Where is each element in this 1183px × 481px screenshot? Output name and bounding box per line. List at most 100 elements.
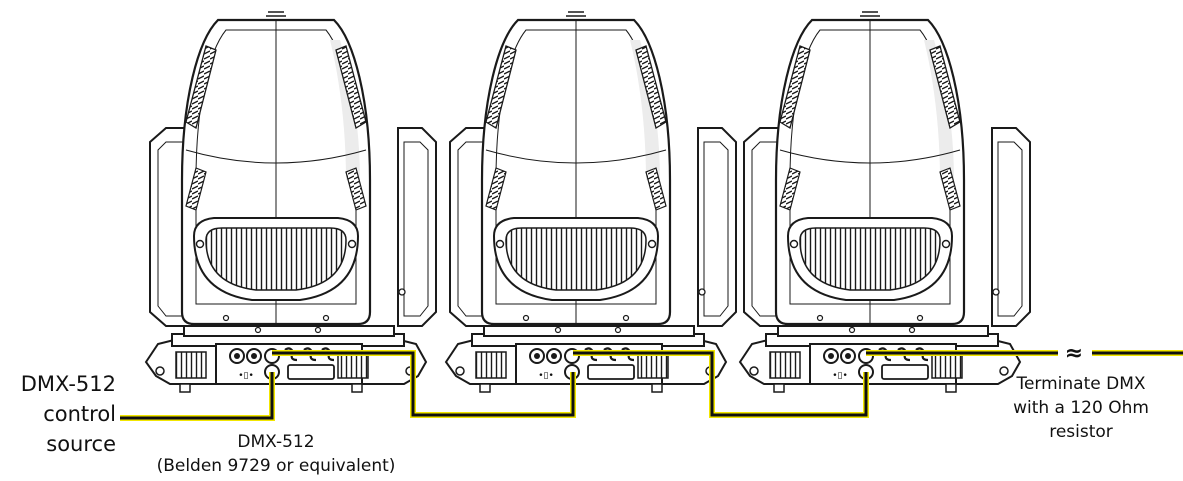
head-vent-right	[929, 45, 961, 130]
cable-spec-label: DMX-512 (Belden 9729 or equivalent)	[157, 432, 396, 476]
base-vent-left	[175, 351, 207, 379]
head-shade	[330, 40, 360, 180]
base-foot-right	[351, 383, 363, 393]
head-seam	[485, 149, 667, 164]
display-window	[287, 364, 335, 380]
power-in-pin	[828, 353, 834, 359]
head-vent-right	[335, 45, 367, 130]
head-vent-left-low	[779, 167, 801, 211]
cable-spec-line2: (Belden 9729 or equivalent)	[157, 456, 396, 476]
grille-screw-left	[495, 239, 505, 249]
head-bolt-right	[622, 314, 630, 322]
moving-head-1: •▯•	[144, 11, 437, 393]
head-vent-right-low	[345, 167, 367, 211]
source-label: DMX-512 control source	[21, 372, 116, 456]
yoke-bolt-right	[908, 326, 916, 334]
yoke-bottom	[183, 325, 395, 337]
termination-line3: resistor	[1049, 422, 1113, 442]
base-vent-right	[637, 351, 669, 379]
termination-line2: with a 120 Ohm	[1013, 398, 1149, 418]
base-foot-right	[945, 383, 957, 393]
head-bolt-left	[522, 314, 530, 322]
cable-break-symbol: ≈	[1065, 341, 1083, 366]
head-bolt-right	[322, 314, 330, 322]
yoke-bolt-right	[614, 326, 622, 334]
yoke-bolt-right	[314, 326, 322, 334]
base-vent-left	[475, 351, 507, 379]
yoke-bolt-left	[554, 326, 562, 334]
fuse-glyph: •▯•	[832, 371, 848, 381]
head-vent-left-low	[185, 167, 207, 211]
head-vent-left	[485, 45, 517, 130]
base-foot-left	[179, 383, 191, 393]
grille-screw-left	[789, 239, 799, 249]
handle-ribs	[566, 11, 586, 21]
yoke-bolt-left	[848, 326, 856, 334]
power-in-pin	[234, 353, 240, 359]
yoke-bottom	[483, 325, 695, 337]
grille-screw-right	[941, 239, 951, 249]
base-screw-left	[155, 366, 165, 376]
yoke-arm-right-inner	[997, 141, 1023, 317]
display-window	[587, 364, 635, 380]
front-grille	[505, 227, 647, 291]
base-vent-left	[769, 351, 801, 379]
front-grille	[205, 227, 347, 291]
handle-ribs	[860, 11, 880, 21]
head-seam	[185, 149, 367, 164]
grille-screw-right	[647, 239, 657, 249]
cable-link-1	[272, 351, 575, 417]
termination-label: Terminate DMX with a 120 Ohm resistor	[1013, 374, 1149, 442]
base-screw-right	[999, 366, 1009, 376]
source-label-line2: control	[43, 402, 116, 426]
head-vent-left-low	[485, 167, 507, 211]
head-shade	[924, 40, 954, 180]
source-label-line1: DMX-512	[21, 372, 116, 396]
base-screw-left	[455, 366, 465, 376]
head-vent-right	[635, 45, 667, 130]
fuse-glyph: •▯•	[238, 371, 254, 381]
head-vent-left	[779, 45, 811, 130]
head-bolt-left	[222, 314, 230, 322]
handle-ribs	[266, 11, 286, 21]
base-foot-left	[773, 383, 785, 393]
dmx-cable: ≈	[120, 341, 1183, 421]
head-vent-right-low	[645, 167, 667, 211]
base-foot-right	[651, 383, 663, 393]
cable-spec-line1: DMX-512	[237, 432, 314, 452]
yoke-screw-right	[698, 288, 706, 296]
base-foot-left	[479, 383, 491, 393]
yoke-bolt-left	[254, 326, 262, 334]
grille-screw-left	[195, 239, 205, 249]
yoke-arm-right-inner	[703, 141, 729, 317]
head-bolt-left	[816, 314, 824, 322]
base-screw-left	[749, 366, 759, 376]
fixtures-group: •▯• •▯• •▯•	[144, 11, 1031, 393]
grille-screw-right	[347, 239, 357, 249]
front-grille	[799, 227, 941, 291]
head-bolt-right	[916, 314, 924, 322]
moving-head-3: •▯•	[738, 11, 1031, 393]
cable-source-segment	[120, 372, 274, 420]
fuse-glyph: •▯•	[538, 371, 554, 381]
head-vent-right-low	[939, 167, 961, 211]
yoke-arm-right	[397, 127, 437, 327]
yoke-arm-right-inner	[403, 141, 429, 317]
source-label-line3: source	[46, 432, 116, 456]
moving-head-2: •▯•	[444, 11, 737, 393]
yoke-arm-right	[697, 127, 737, 327]
yoke-screw-right	[992, 288, 1000, 296]
yoke-screw-right	[398, 288, 406, 296]
power-out-pin	[845, 353, 851, 359]
display-window	[881, 364, 929, 380]
head-seam	[779, 149, 961, 164]
power-out-pin	[251, 353, 257, 359]
termination-line1: Terminate DMX	[1015, 374, 1145, 394]
yoke-arm-right	[991, 127, 1031, 327]
power-out-pin	[551, 353, 557, 359]
head-vent-left	[185, 45, 217, 130]
head-shade	[630, 40, 660, 180]
power-in-pin	[534, 353, 540, 359]
